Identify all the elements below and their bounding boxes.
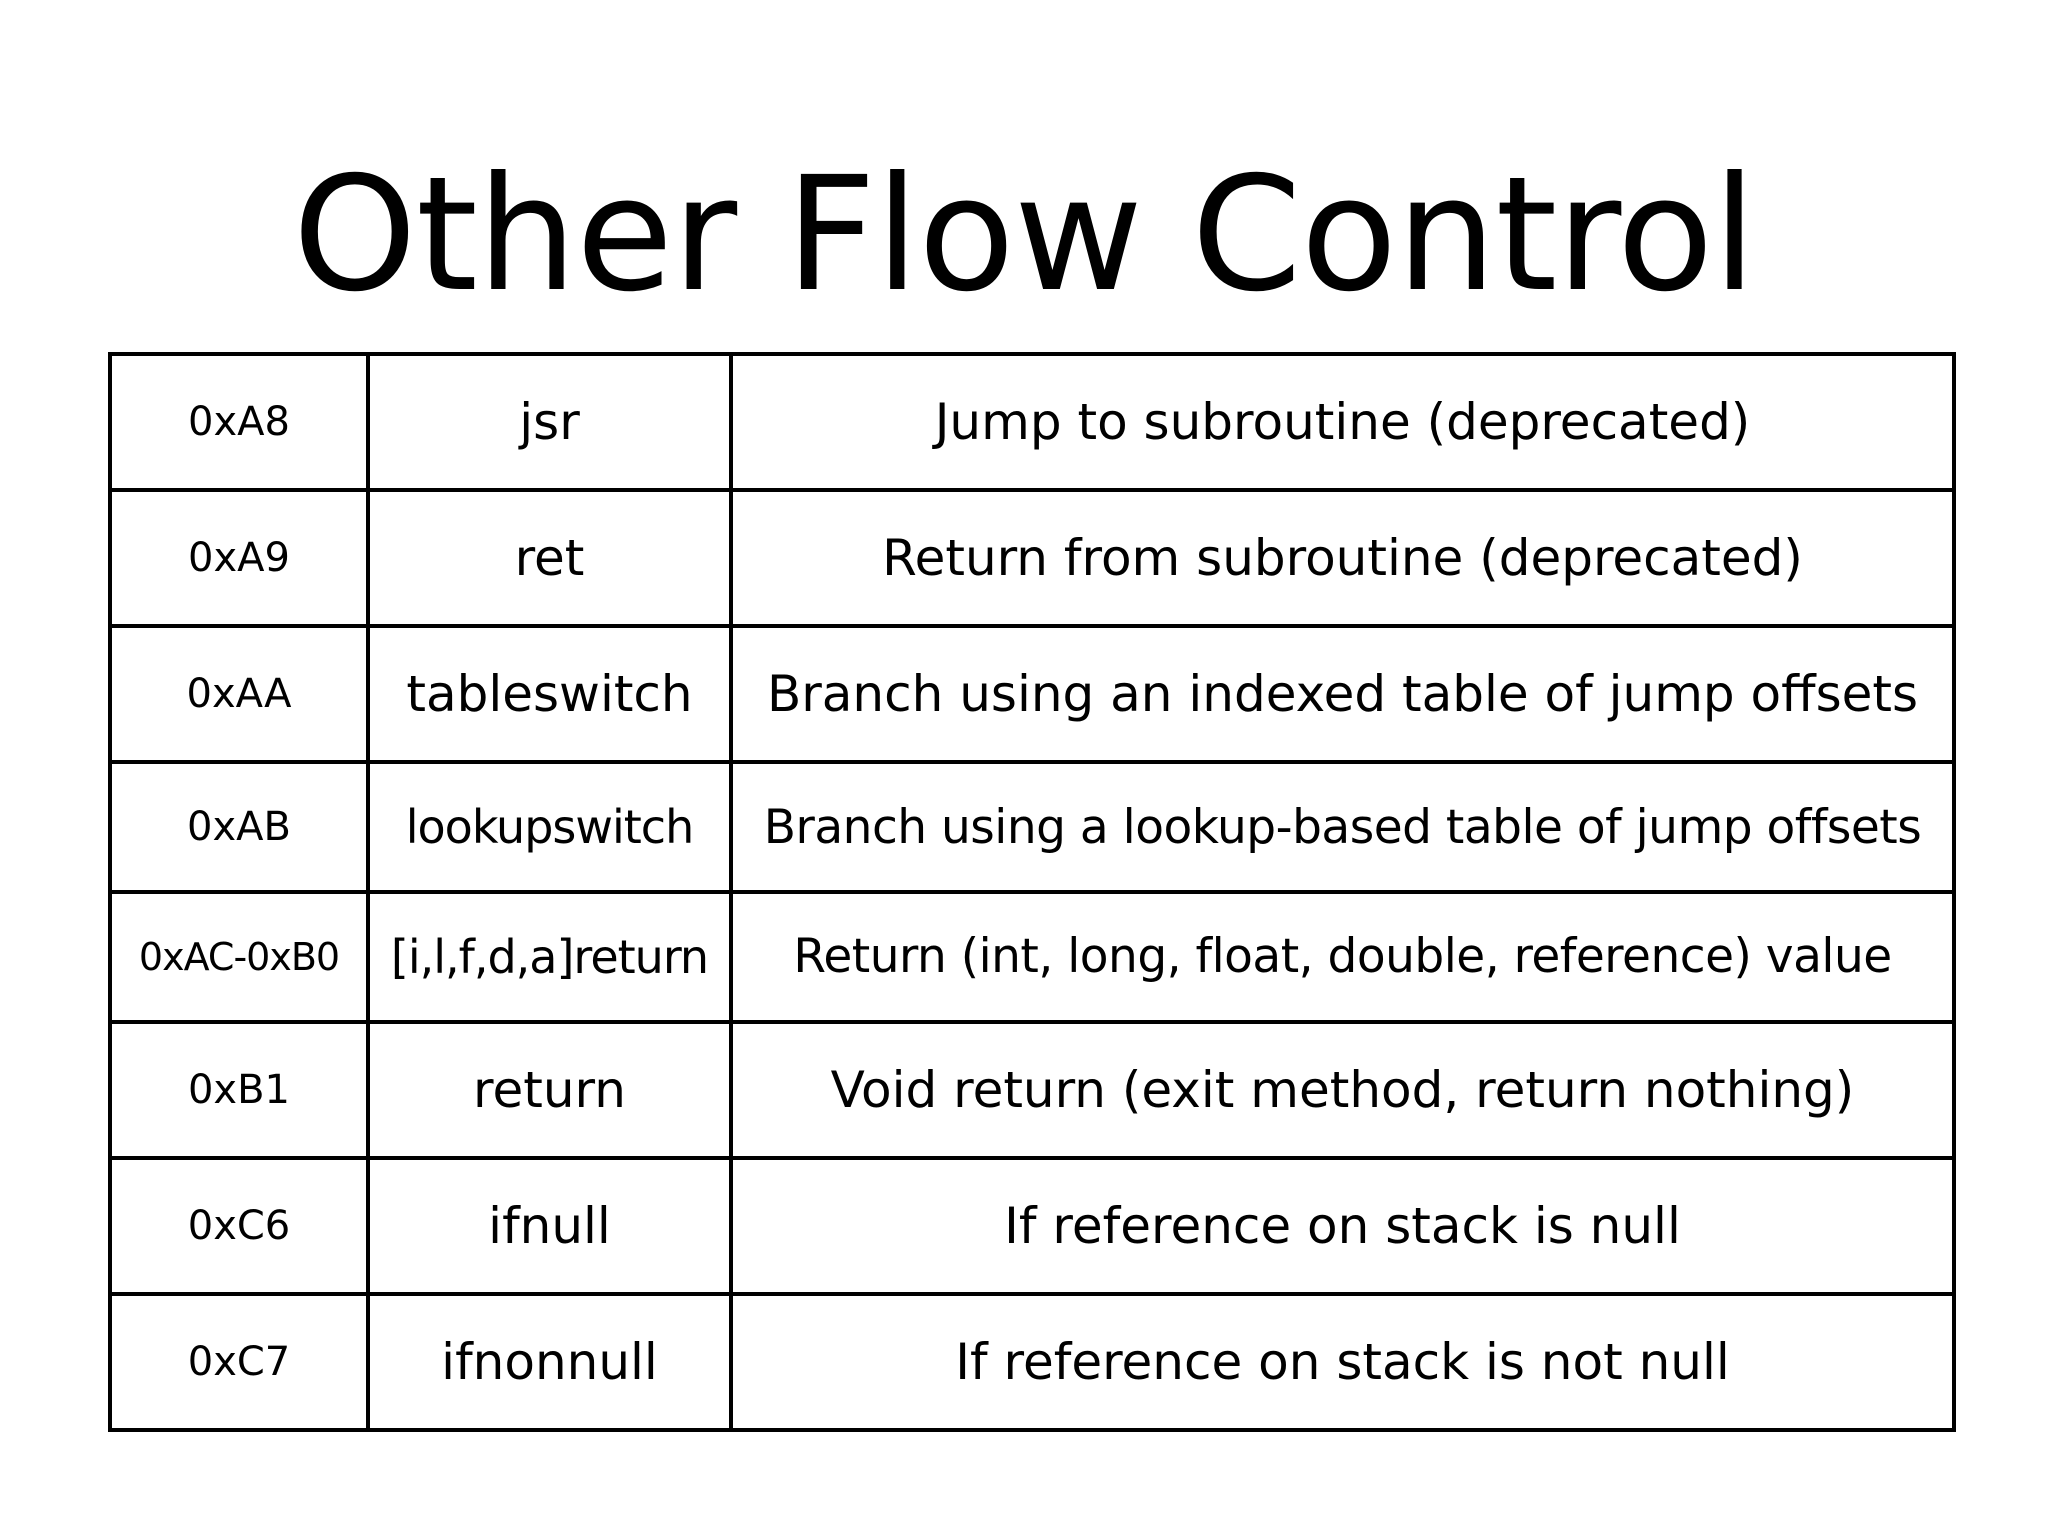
table-row: 0xA8 jsr Jump to subroutine (deprecated) [108, 351, 1956, 493]
opcode-cell: 0xB1 [108, 1019, 370, 1160]
mnemonic-cell: ret [366, 488, 733, 629]
mnemonic-cell: ifnull [366, 1155, 733, 1296]
opcode-cell: 0xC7 [108, 1291, 370, 1433]
table-row: 0xB1 return Void return (exit method, re… [108, 1019, 1956, 1160]
table-row: 0xAA tableswitch Branch using an indexed… [108, 624, 1956, 765]
table-row: 0xA9 ret Return from subroutine (depreca… [108, 488, 1956, 629]
description-cell: If reference on stack is null [729, 1155, 1956, 1296]
opcode-cell: 0xA8 [108, 351, 370, 493]
table-row: 0xC7 ifnonnull If reference on stack is … [108, 1291, 1956, 1433]
opcode-table: 0xA8 jsr Jump to subroutine (deprecated)… [108, 351, 1956, 1433]
table-row: 0xC6 ifnull If reference on stack is nul… [108, 1155, 1956, 1296]
mnemonic-cell: [i,l,f,d,a]return [366, 889, 733, 1024]
description-cell: Jump to subroutine (deprecated) [729, 351, 1956, 493]
mnemonic-cell: ifnonnull [366, 1291, 733, 1433]
mnemonic-cell: lookupswitch [366, 760, 733, 894]
opcode-table-container: 0xA8 jsr Jump to subroutine (deprecated)… [108, 351, 1956, 1433]
description-cell: Void return (exit method, return nothing… [729, 1019, 1956, 1160]
opcode-cell: 0xC6 [108, 1155, 370, 1296]
opcode-cell: 0xAA [108, 624, 370, 765]
mnemonic-cell: tableswitch [366, 624, 733, 765]
slide-title: Other Flow Control [292, 143, 1757, 327]
mnemonic-cell: return [366, 1019, 733, 1160]
opcode-cell: 0xAC-0xB0 [108, 889, 370, 1024]
description-cell: Return (int, long, float, double, refere… [729, 889, 1956, 1024]
mnemonic-cell: jsr [366, 351, 733, 493]
description-cell: Branch using an indexed table of jump of… [729, 624, 1956, 765]
table-row: 0xAB lookupswitch Branch using a lookup-… [108, 760, 1956, 894]
table-row: 0xAC-0xB0 [i,l,f,d,a]return Return (int,… [108, 889, 1956, 1024]
description-cell: If reference on stack is not null [729, 1291, 1956, 1433]
description-cell: Return from subroutine (deprecated) [729, 488, 1956, 629]
description-cell: Branch using a lookup-based table of jum… [729, 760, 1956, 894]
opcode-cell: 0xAB [108, 760, 370, 894]
opcode-cell: 0xA9 [108, 488, 370, 629]
